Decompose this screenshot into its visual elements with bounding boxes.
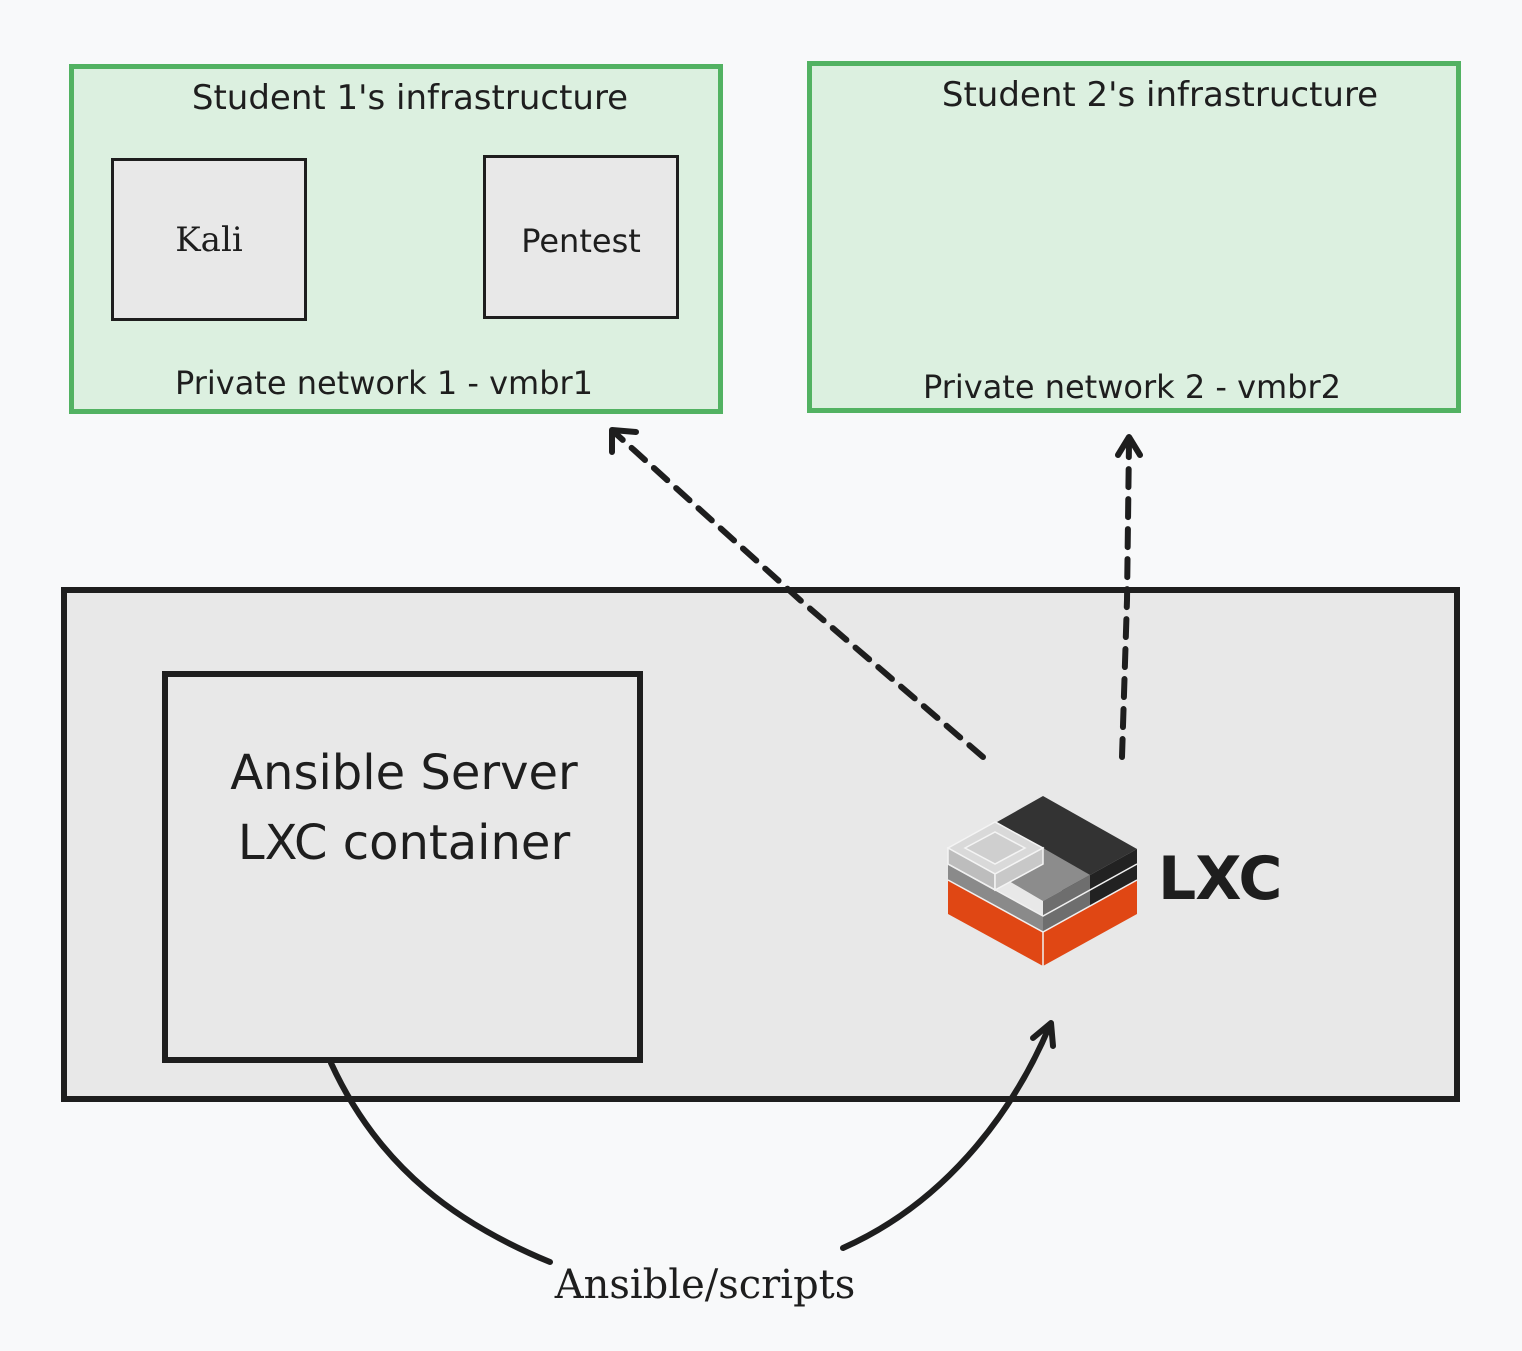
ansible-server-title: Ansible Server [230,745,578,801]
vm-pentest: Pentest [483,155,679,319]
flow-label: Ansible/scripts [554,1262,856,1308]
vm-kali-label: Kali [175,219,243,260]
curved-arrow-right [840,1022,1053,1251]
dashed-arrow-student2 [1119,439,1132,760]
student2-title: Student 2's infrastructure [941,75,1379,115]
lxc-logo-icon [946,796,1138,966]
ansible-server-subtitle: LXC container [237,815,571,871]
curved-arrow-head [1030,1020,1056,1049]
student2-network-label: Private network 2 - vmbr2 [922,368,1342,406]
dashed-arrow-student2-head [1115,434,1143,458]
curved-arrow-left [328,1060,553,1265]
student1-network-label: Private network 1 - vmbr1 [174,364,594,402]
ansible-server-box [162,671,643,1063]
vm-kali: Kali [111,158,307,321]
dashed-arrow-student1-head [609,427,639,455]
lxc-logo-text: LXC [1158,844,1282,914]
dashed-arrow-student1 [611,429,986,760]
student2-network-box [807,61,1461,413]
vm-pentest-label: Pentest [521,222,641,260]
student1-title: Student 1's infrastructure [191,78,629,118]
